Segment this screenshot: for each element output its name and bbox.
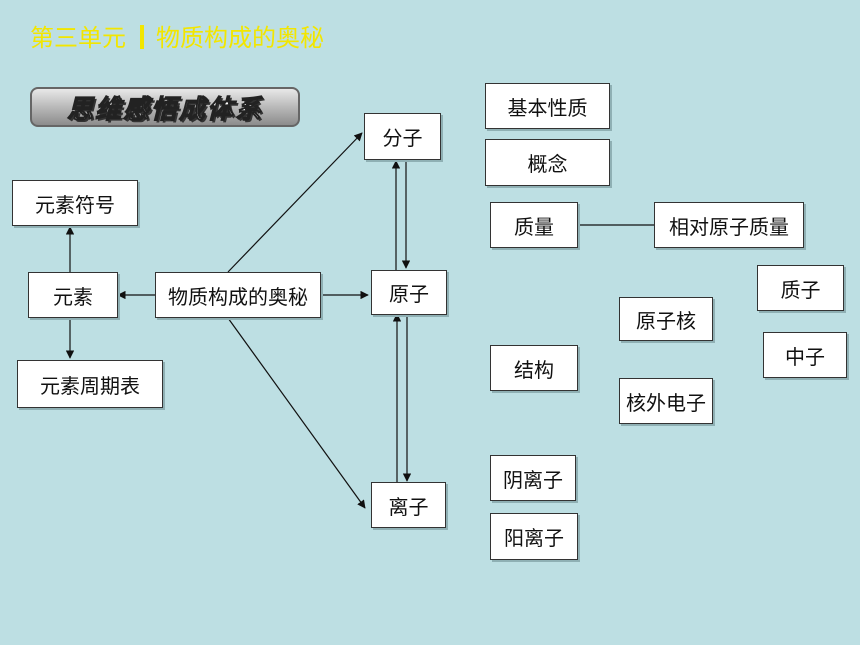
node-nucleus: 原子核 [619,297,713,341]
node-ion: 离子 [371,482,446,528]
node-periodic-table: 元素周期表 [17,360,163,408]
node-relative-atomic-mass: 相对原子质量 [654,202,804,248]
node-structure: 结构 [490,345,578,391]
node-mass: 质量 [490,202,578,248]
node-element: 元素 [28,272,118,318]
node-proton: 质子 [757,265,844,311]
node-anion: 阴离子 [490,455,576,501]
topic-label: 物质构成的奥秘 [156,24,324,52]
banner-text: 思维感悟成体系 [66,94,263,125]
node-cation: 阳离子 [490,513,578,560]
arrow-center-to-ion [227,317,366,509]
node-molecule: 分子 [364,113,441,160]
node-neutron: 中子 [763,332,847,378]
arrow-center-to-molecule [227,132,363,273]
node-extranuclear-electron: 核外电子 [619,378,713,424]
title-separator [140,25,144,49]
node-basic-property: 基本性质 [485,83,610,129]
slide-title: 第三单元 物质构成的奥秘 [30,22,324,54]
node-element-symbol: 元素符号 [12,180,138,226]
node-concept: 概念 [485,139,610,186]
node-atom: 原子 [371,270,447,315]
node-center: 物质构成的奥秘 [155,272,321,318]
unit-label: 第三单元 [30,24,126,52]
section-banner: 思维感悟成体系 [30,87,300,127]
